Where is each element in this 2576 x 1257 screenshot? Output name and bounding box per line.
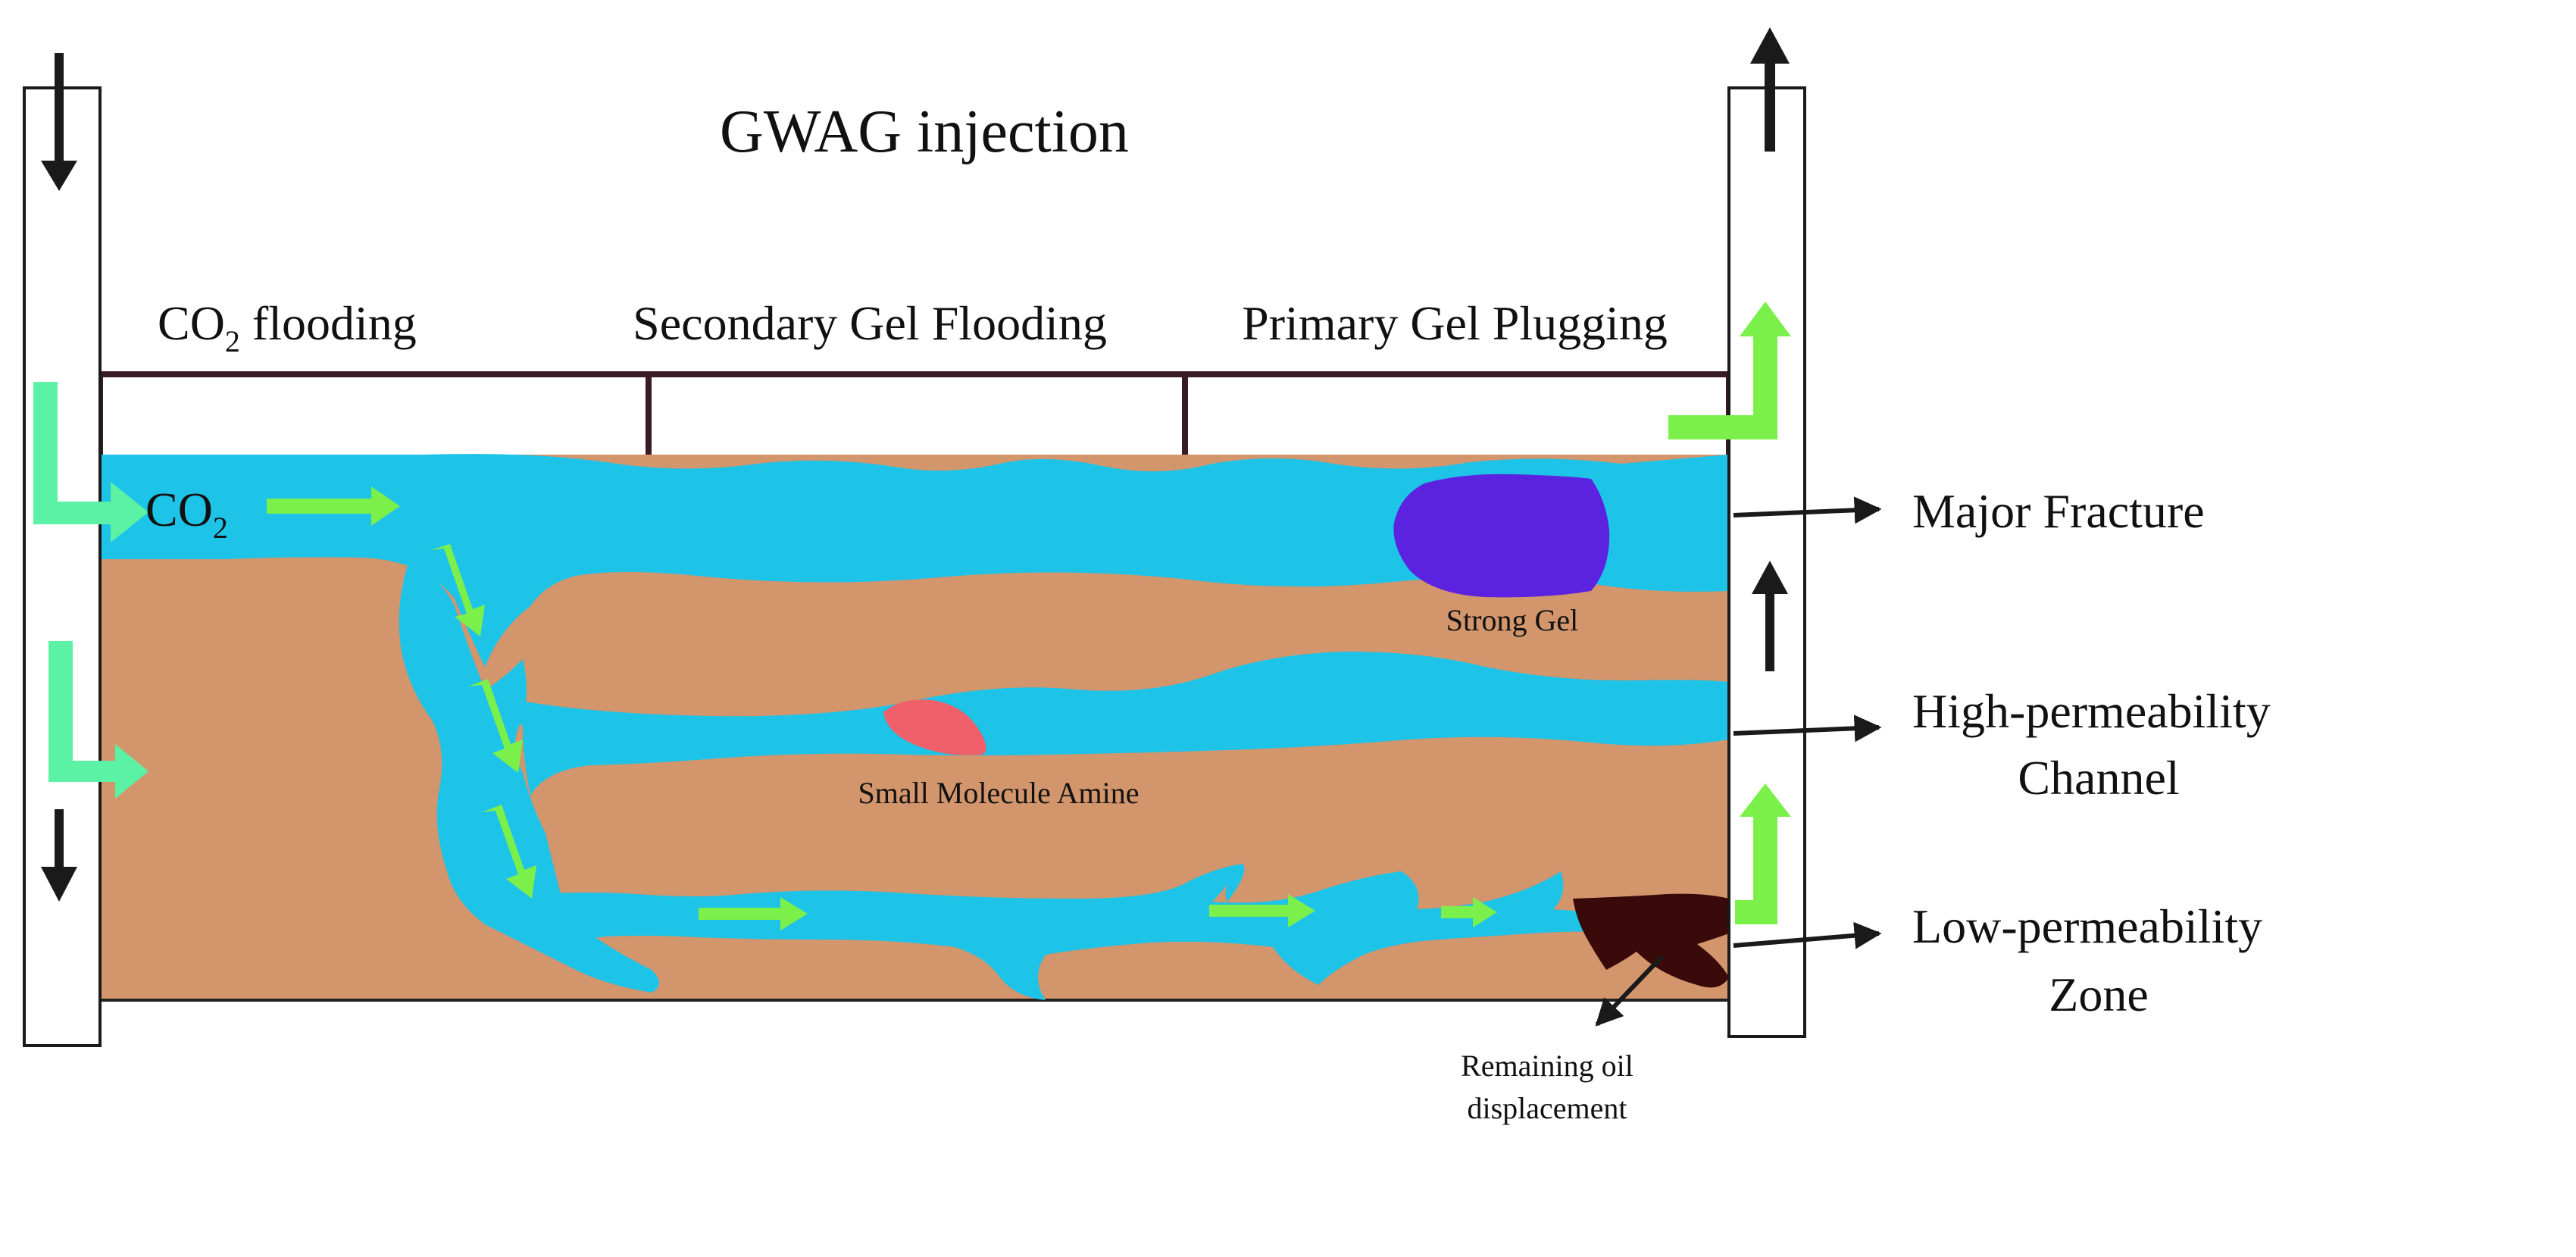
major-fracture-channel [100,454,1729,667]
production-arrow-icon [1735,783,1791,924]
small-molecule-amine [883,699,986,755]
high-permeability-label-line1: High-permeability [1912,684,2271,738]
injection-arrow-icon [48,641,148,799]
co2-label: CO2 [145,483,228,545]
diagram-title: GWAG injection [720,98,1129,165]
injection-well [23,86,102,1047]
high-permeability-label-line2: Channel [2018,751,2179,805]
stage-co2-flooding: CO2 flooding [158,296,417,358]
well-arrow-up-icon [1750,27,1790,152]
flow-arrow-down-1 [430,544,485,636]
well-arrow-down-icon [41,53,77,191]
low-permeability-channel [530,864,1729,1000]
flow-arrow-down-3 [482,805,536,899]
remaining-oil-label-line2: displacement [1467,1091,1627,1125]
strong-gel-label: Strong Gel [1446,603,1578,637]
stage-secondary-gel-flooding: Secondary Gel Flooding [633,296,1107,350]
high-permeability-channel [500,652,1729,796]
pointer-low-permeability [1733,921,1882,949]
production-arrow-icon [1668,302,1791,439]
well-arrow-down-icon [41,809,77,902]
low-permeability-label-line1: Low-permeability [1912,899,2262,953]
flow-arrow-right-2 [699,897,808,930]
well-arrow-up-icon [1752,561,1788,671]
pointer-high-permeability [1733,714,1882,743]
stage-primary-gel-plugging: Primary Gel Plugging [1242,296,1668,350]
small-molecule-amine-label: Small Molecule Amine [858,776,1139,810]
low-permeability-label-line2: Zone [2049,968,2149,1021]
stage-bar [97,371,1733,458]
remaining-oil [1573,893,1729,988]
vertical-connector [399,561,659,993]
major-fracture-label: Major Fracture [1912,484,2205,538]
flow-arrows [267,486,1497,930]
flow-arrow-right-1 [267,486,400,526]
flow-arrow-right-3 [1209,894,1315,927]
strong-gel [1393,474,1610,598]
pointer-arrows [1595,496,1882,1027]
pointer-remaining-oil [1595,954,1665,1027]
remaining-oil-label-line1: Remaining oil [1461,1049,1633,1083]
flow-arrow-down-2 [468,679,523,773]
pointer-major-fracture [1733,496,1882,524]
injection-arrow-icon [33,382,148,543]
flow-arrow-right-4 [1441,897,1497,927]
